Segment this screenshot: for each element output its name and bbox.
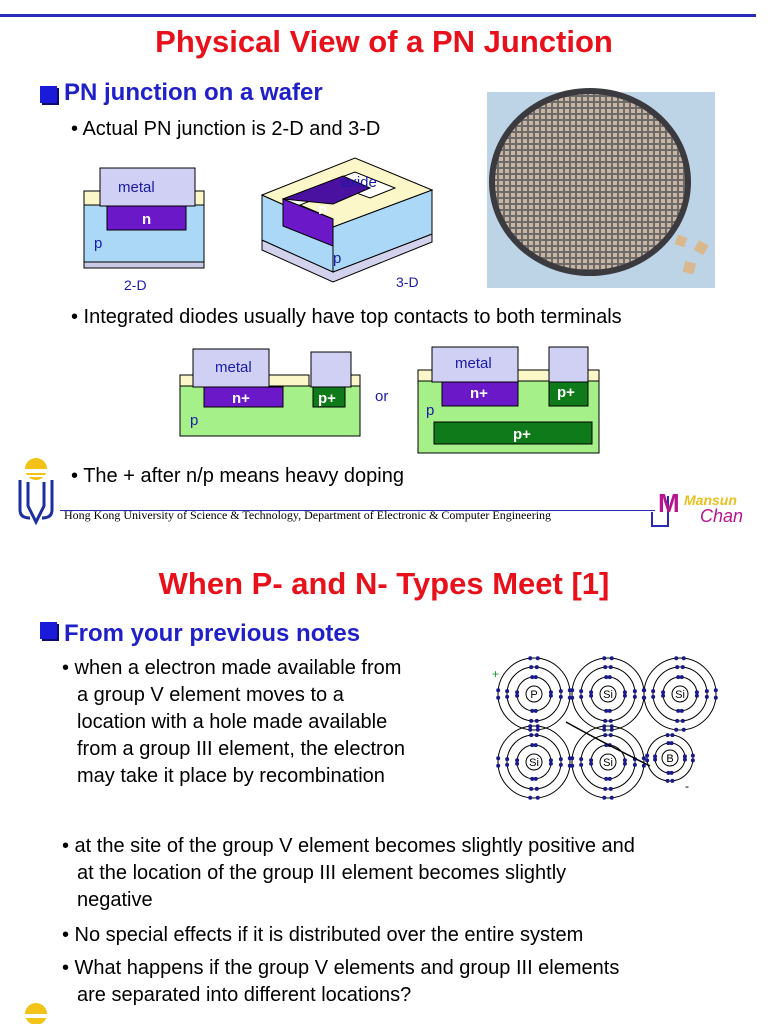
hkust-logo-bottom — [24, 1003, 48, 1024]
wafer-photo — [487, 88, 715, 288]
diode-a: metal n+ p+ p — [180, 349, 360, 436]
atom-si: Si — [496, 724, 572, 800]
slide-1: Physical View of a PN Junction PN juncti… — [0, 0, 768, 536]
hkust-logo — [20, 458, 52, 522]
atom-label: Si — [603, 689, 613, 701]
p-label-3d: p — [333, 250, 341, 267]
or-label: or — [375, 388, 388, 405]
plus-sign: + — [492, 667, 499, 681]
mansun-chan-logo: M Mansun Chan — [652, 488, 743, 526]
diode-a-metal-label: metal — [215, 359, 252, 376]
atom-label: Si — [603, 757, 613, 769]
slide-2: When P- and N- Types Meet [1] From your … — [0, 536, 768, 1024]
p-label: p — [94, 235, 102, 252]
atom-b: B — [645, 733, 695, 783]
minus-sign: - — [685, 779, 689, 793]
atom-p: P — [496, 656, 572, 732]
oxide-label: oxide — [341, 174, 377, 191]
caption-3d: 3-D — [396, 274, 419, 290]
diagram-2d: metal n p 2-D — [84, 168, 204, 293]
atom-si: Si — [570, 656, 646, 732]
atom-si: Si — [642, 656, 718, 732]
diode-b-pplus-bottom-label: p+ — [513, 426, 531, 443]
atom-label: P — [530, 689, 537, 701]
diode-b-nplus-label: n+ — [470, 385, 488, 402]
atom-label: Si — [675, 689, 685, 701]
diode-b-pplus-top-label: p+ — [557, 384, 575, 401]
diode-b: metal n+ p+ p+ p — [418, 347, 599, 453]
atom-label: B — [666, 753, 673, 765]
diode-a-nplus-label: n+ — [232, 390, 250, 407]
atom-label: Si — [529, 757, 539, 769]
bullet-heavy-doping: • The + after n/p means heavy doping — [71, 463, 404, 490]
diode-a-pplus-label: p+ — [318, 390, 336, 407]
bullet-integrated-diodes: • Integrated diodes usually have top con… — [71, 304, 622, 331]
logo-text-chan: Chan — [700, 506, 743, 526]
n-label: n — [142, 211, 151, 228]
metal-label: metal — [118, 179, 155, 196]
diagram-3d: oxide n p 3-D — [262, 158, 432, 290]
n-label-3d: n — [318, 201, 327, 218]
diode-a-p-label: p — [190, 412, 198, 429]
pn-junction-diagrams: metal n p 2-D oxide n p 3-D — [0, 0, 768, 536]
atom-si: Si — [570, 724, 646, 800]
diode-b-p-label: p — [426, 402, 434, 419]
svg-text:M: M — [658, 488, 680, 518]
caption-2d: 2-D — [124, 277, 147, 293]
diode-b-metal-label: metal — [455, 355, 492, 372]
footer-text: Hong Kong University of Science & Techno… — [64, 508, 551, 523]
